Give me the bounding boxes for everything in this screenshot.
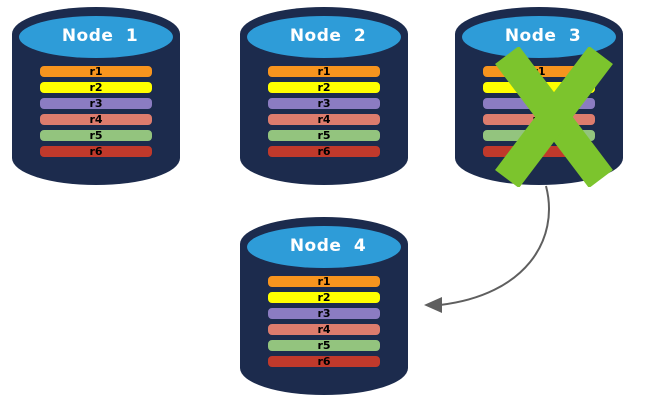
failure-x-icon — [495, 47, 613, 187]
node-4: Node 4 r1 r2 r3 r4 r5 r6 — [240, 217, 408, 395]
node-title: Node 1 — [61, 26, 139, 46]
row-r3: r3 — [39, 97, 153, 110]
node-1: Node 1 r1 r2 r3 r4 r5 r6 — [12, 7, 180, 185]
node-title: Node 2 — [289, 26, 367, 46]
node-2: Node 2 r1 r2 r3 r4 r5 r6 — [240, 7, 408, 185]
node-title: Node 4 — [289, 236, 367, 256]
row-r5: r5 — [39, 129, 153, 142]
row-r6: r6 — [267, 355, 381, 368]
row-r4: r4 — [267, 323, 381, 336]
row-list: r1 r2 r3 r4 r5 r6 — [267, 65, 381, 158]
row-r4: r4 — [267, 113, 381, 126]
row-r5: r5 — [267, 339, 381, 352]
row-r1: r1 — [39, 65, 153, 78]
node-title: Node 3 — [504, 26, 582, 46]
row-list: r1 r2 r3 r4 r5 r6 — [39, 65, 153, 158]
row-r4: r4 — [39, 113, 153, 126]
row-r2: r2 — [267, 81, 381, 94]
row-r5: r5 — [267, 129, 381, 142]
row-r1: r1 — [267, 275, 381, 288]
row-list: r1 r2 r3 r4 r5 r6 — [267, 275, 381, 368]
row-r2: r2 — [267, 291, 381, 304]
row-r3: r3 — [267, 97, 381, 110]
row-r2: r2 — [39, 81, 153, 94]
row-r6: r6 — [39, 145, 153, 158]
row-r3: r3 — [267, 307, 381, 320]
row-r6: r6 — [267, 145, 381, 158]
row-r1: r1 — [267, 65, 381, 78]
